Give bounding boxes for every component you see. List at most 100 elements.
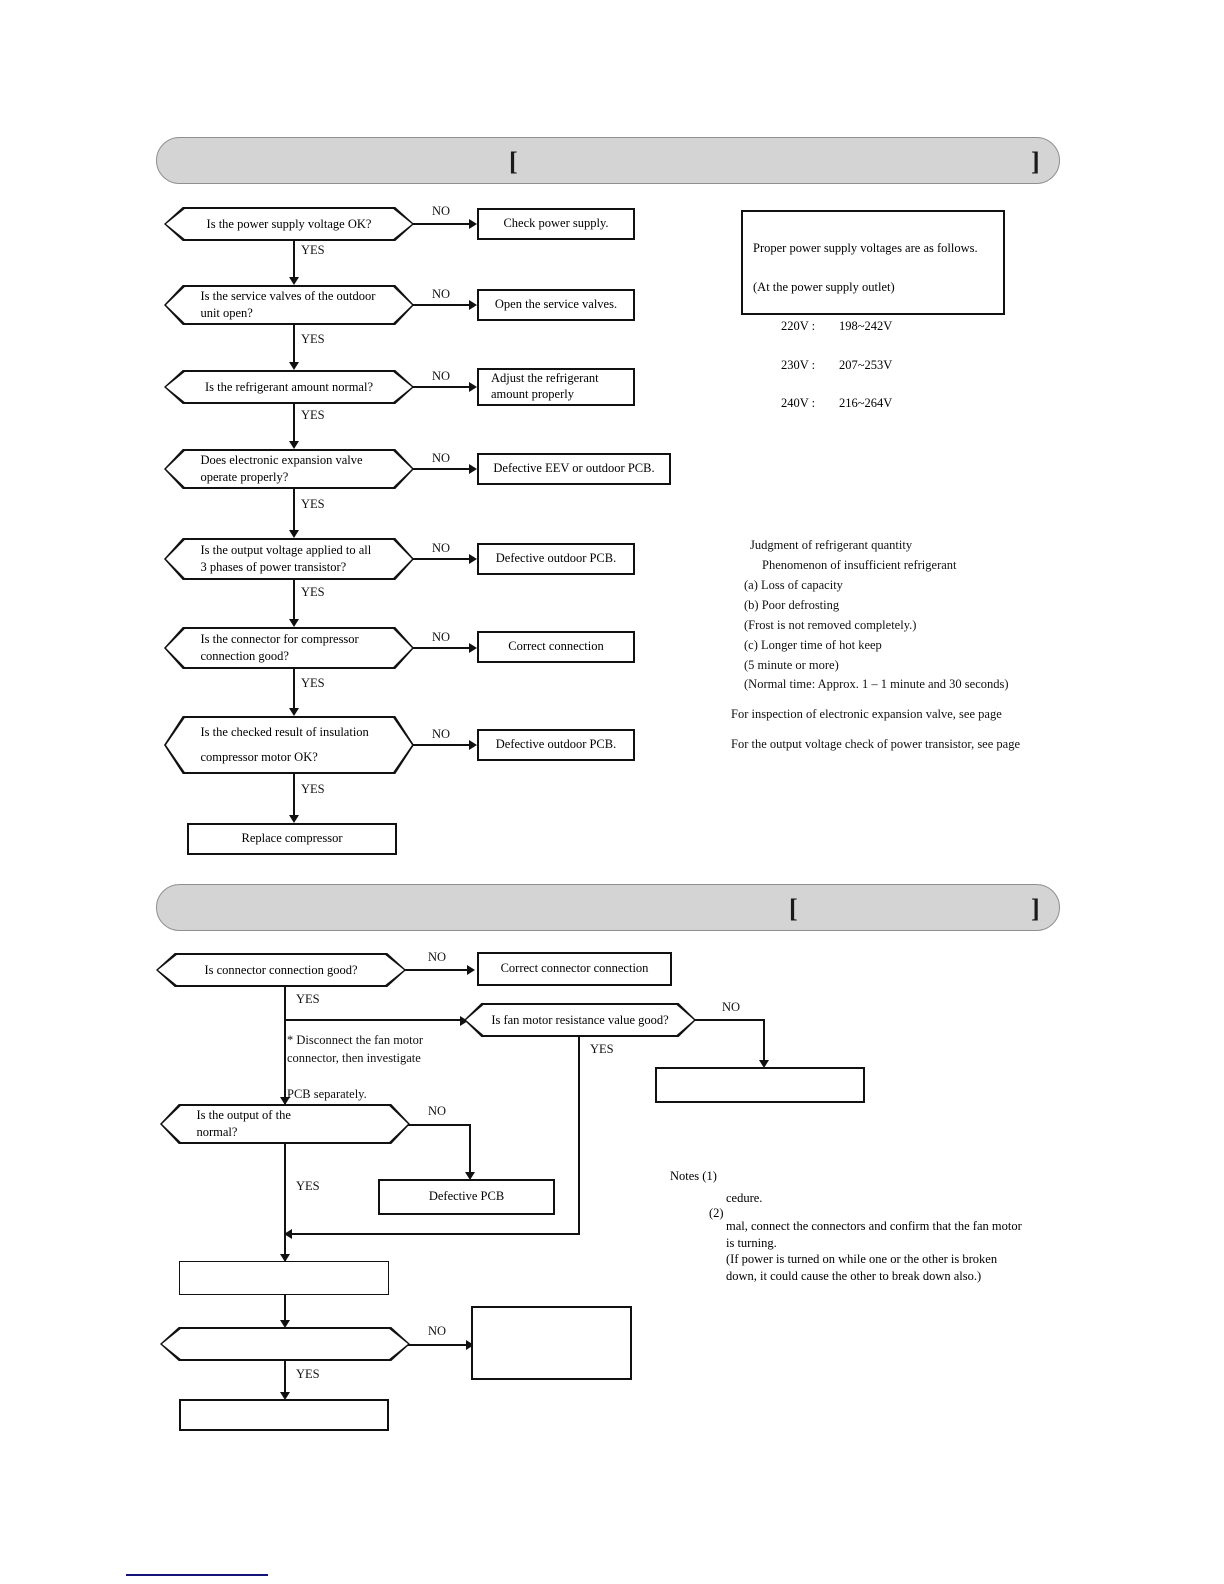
notes-item-2-marker: (2) [709,1206,724,1220]
edge-label-yes: YES [301,782,325,796]
terminal-replace-compressor: Replace compressor [187,823,397,855]
connector-yes-e4-down [284,1361,286,1393]
arrow-icon [460,1016,468,1026]
decision-insulation-compressor-motor: Is the checked result of insulation comp… [164,716,414,774]
voltage-note-line2: (At the power supply outlet) [753,280,895,295]
connector-no-e3-down [469,1124,471,1174]
footer-divider [126,1574,268,1576]
arrow-icon [469,554,477,564]
edge-label-no: NO [428,1324,447,1338]
action-adjust-refrigerant-amount: Adjust the refrigerant amount properly [477,368,635,406]
connector-yes-d1-d2 [293,241,295,277]
close-bracket-icon: ] [1031,147,1040,176]
edge-label-no: NO [428,950,447,964]
connector-no-d2 [412,304,469,306]
decision-label: Is the power supply voltage OK? [206,216,372,231]
arrow-icon [467,965,475,975]
arrow-icon [289,708,299,716]
power-supply-voltage-table: Proper power supply voltages are as foll… [741,210,1005,410]
connector-e1-to-e2 [284,1019,462,1021]
refrigerant-symptom-c-detail1: (5 minute or more) [744,658,839,672]
edge-label-no: NO [722,1000,741,1014]
arrow-icon [280,1097,290,1105]
voltage-range: 216~264V [839,396,893,411]
arrow-icon [469,219,477,229]
action-label: Defective PCB [428,1189,505,1204]
edge-label-yes: YES [301,408,325,422]
edge-label-no: NO [432,630,451,644]
refrigerant-judgment-title: Judgment of refrigerant quantity [750,538,913,552]
notes-item-1-text: cedure. [726,1191,763,1205]
arrow-icon [289,277,299,285]
edge-label-yes: YES [301,497,325,511]
arrow-icon [289,619,299,627]
connector-e1-yes-down-to-e3 [284,1019,286,1104]
arrow-icon [465,1172,475,1180]
reference-power-transistor-check: For the output voltage check of power tr… [731,737,1020,751]
action-open-service-valves: Open the service valves. [477,289,635,321]
arrow-icon [759,1060,769,1068]
section-header-fan-motor: [ ] [156,884,1060,931]
decision-label: Is the checked result of insulation comp… [200,725,369,764]
action-label: Open the service valves. [494,297,618,312]
refrigerant-judgment-subtitle: Phenomenon of insufficient refrigerant [762,558,957,572]
arrow-icon [280,1254,290,1262]
action-label: Adjust the refrigerant amount properly [491,371,599,401]
connector-yes-d2-d3 [293,325,295,362]
refrigerant-symptom-c: (c) Longer time of hot keep [744,638,882,652]
arrow-icon [469,382,477,392]
action-label: Defective EEV or outdoor PCB. [493,461,655,476]
edge-label-yes: YES [296,1179,320,1193]
voltage-row: 220V :198~242V [753,317,993,336]
connector-no-e4 [408,1344,466,1346]
connector-no-d5 [412,558,469,560]
action-defective-pcb: Defective PCB [378,1179,555,1215]
decision-label: Does electronic expansion valve operate … [200,453,363,484]
connector-no-d6 [412,647,469,649]
decision-refrigerant-amount-normal: Is the refrigerant amount normal? [164,370,414,404]
connector-yes-e1 [284,987,286,1020]
connector-yes-d7-terminal [293,774,295,815]
notes-item-1-marker: (1) [702,1169,717,1183]
arrow-icon [289,815,299,823]
edge-label-no: NO [432,727,451,741]
action-correct-connection: Correct connection [477,631,635,663]
arrow-icon [469,464,477,474]
terminal-final-box [179,1399,389,1431]
action-label: Correct connection [508,639,604,654]
connector-no-d1 [412,223,469,225]
edge-label-no: NO [432,204,451,218]
connector-yes-d6-d7 [293,669,295,708]
action-label: Check power supply. [503,216,609,231]
voltage-nominal: 230V : [781,357,816,372]
decision-label: Is the output voltage applied to all 3 p… [200,543,372,574]
connector-b4-to-e4 [284,1295,286,1323]
arrow-icon [469,740,477,750]
terminal-label: Replace compressor [241,831,343,846]
annotation-disconnect-fan-motor: * Disconnect the fan motor connector, th… [287,1033,424,1102]
decision-output-normal: Is the output of the normal? [160,1104,410,1144]
decision-compressor-connector-good: Is the connector for compressor connecti… [164,627,414,669]
connector-yes-d3-d4 [293,404,295,441]
connector-merge-rail [286,1233,580,1235]
edge-label-no: NO [428,1104,447,1118]
edge-label-yes: YES [301,585,325,599]
decision-label: Is connector connection good? [204,962,358,977]
action-final-no-box [471,1306,632,1380]
connector-no-d7 [412,744,469,746]
section-header-compressor: [ ] [156,137,1060,184]
open-bracket-icon: [ [789,894,798,923]
edge-label-no: NO [432,369,451,383]
arrow-icon [289,530,299,538]
connector-no-e2 [694,1019,765,1021]
arrow-icon [280,1320,290,1328]
connector-no-e2-down [763,1019,765,1062]
open-bracket-icon: [ [509,147,518,176]
arrow-icon [469,300,477,310]
voltage-row: 230V :207~253V [753,356,993,375]
notes-word: Notes [670,1169,700,1183]
arrow-icon [280,1392,290,1400]
action-label: Defective outdoor PCB. [495,737,617,752]
decision-final-check [160,1327,410,1361]
